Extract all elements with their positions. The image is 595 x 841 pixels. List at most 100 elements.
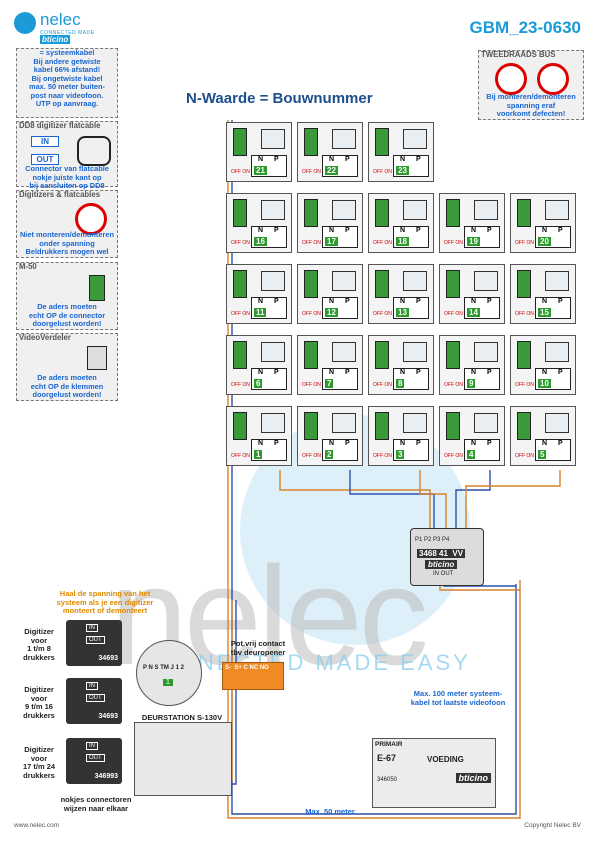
n-label: N [542,298,548,305]
n-label: N [258,227,264,234]
p-label: P [274,156,279,163]
connector-icon [233,341,247,369]
unit-number: 20 [538,237,551,246]
unit-number: 7 [325,379,334,388]
digitizer-model: 34693 [98,655,118,662]
connector-icon [375,199,389,227]
n-label: N [542,369,548,376]
note-m50-title: M-50 [19,262,37,271]
contact-terminal-block: S- S+ C NC NO [222,662,284,690]
connector-icon [446,199,460,227]
p-label: P [345,298,350,305]
videoverdeler-icon [87,346,107,370]
p-label: P [558,227,563,234]
p-label: P [487,369,492,376]
unit-number: 21 [254,166,267,175]
digitizer-module-2: IN OUT 34693 [66,678,122,724]
digitizer-label-line: voor [30,753,48,763]
note-dd8: DD8 digitizer flatcable IN OUT Connector… [16,121,118,190]
spanning-warning-line: Haal de spanning van het [59,589,151,598]
digitizer-model: 34693 [98,713,118,720]
note-videoverdeler-line: doorgelust worden! [32,390,102,400]
psu-number: 346050 [377,777,398,783]
digitizer-out: OUT [86,636,105,644]
note-digitizers-line: onder spanning [39,238,95,248]
switch-label: OFF ON [373,240,392,246]
switch-label: OFF ON [373,169,392,175]
note-dd8-out: OUT [31,154,59,166]
digitizer-label-line: Digitizer [24,627,54,636]
digitizer-label-line: drukkers [23,710,55,720]
videophone-screen-icon [332,413,356,433]
videophone-screen-icon [545,342,569,362]
note-tweedraads: TWEEDRAADS BUS Bij monteren/demonteren s… [478,50,584,120]
p-label: P [345,227,350,234]
videophone-screen-icon [261,200,285,220]
page-heading: N-Waarde = Bouwnummer [186,90,373,107]
connector-icon [233,199,247,227]
terminal-zoom: P N S TM J 1 2 1 [136,640,202,706]
unit-number: 5 [538,450,547,459]
switch-label: OFF ON [302,311,321,317]
note-systeemkabel-title: = systeemkabel [39,48,95,57]
contact-title: Pot.vrij contact tbv deuropener [218,639,298,657]
deurstation-label: DEURSTATION S-130V [141,713,223,722]
unit-number: 6 [254,379,263,388]
digitizer-label-3: Digitizer voor 17 t/m 24 drukkers [14,745,64,781]
nokjes-line: nokjes connectoren [60,795,132,804]
digitizer-in: IN [86,682,98,690]
connector-icon [517,199,531,227]
switch-label: OFF ON [373,453,392,459]
videophone-screen-icon [474,413,498,433]
note-videoverdeler-line: De aders moeten [37,373,97,382]
switch-label: OFF ON [231,382,250,388]
p-label: P [274,298,279,305]
footer-left: www.nelec.com [14,822,60,829]
note-dd8-title: DD8 digitizer flatcable [19,121,101,130]
nelec-logo: nelec CONNECTED MADE EASY bticino [14,10,104,44]
n-label: N [400,298,406,305]
connector-icon [375,341,389,369]
connector-icon [233,270,247,298]
note-m50-line: echt OP de connector [28,310,106,320]
n-label: N [329,440,335,447]
nokjes-line: wijzen naar elkaar [63,803,129,813]
p-label: P [487,298,492,305]
n-label: N [400,369,406,376]
unit-number: 14 [467,308,480,317]
note-m50-line: doorgelust worden! [32,319,102,329]
n-label: N [542,440,548,447]
videophone-screen-icon [403,271,427,291]
note-systeemkabel-line: Bij ongetwiste kabel [31,73,103,83]
connector-icon [233,128,247,156]
switch-label: OFF ON [444,382,463,388]
digitizer-model: 346993 [94,773,118,780]
nokjes-note: nokjes connectoren wijzen naar elkaar [56,795,136,813]
switch-label: OFF ON [515,311,534,317]
switch-label: OFF ON [444,240,463,246]
m50-connector-icon [89,275,105,301]
p-label: P [558,369,563,376]
note-systeemkabel-line: post naar videofoon. [30,90,104,100]
note-digitizers-line: Niet monteren/demonteren [19,230,115,239]
digitizer-in: IN [86,624,98,632]
connector-icon [375,270,389,298]
switch-label: OFF ON [444,453,463,459]
digitizer-label-line: 9 t/m 16 [25,702,53,712]
digitizer-label-line: drukkers [23,652,55,662]
